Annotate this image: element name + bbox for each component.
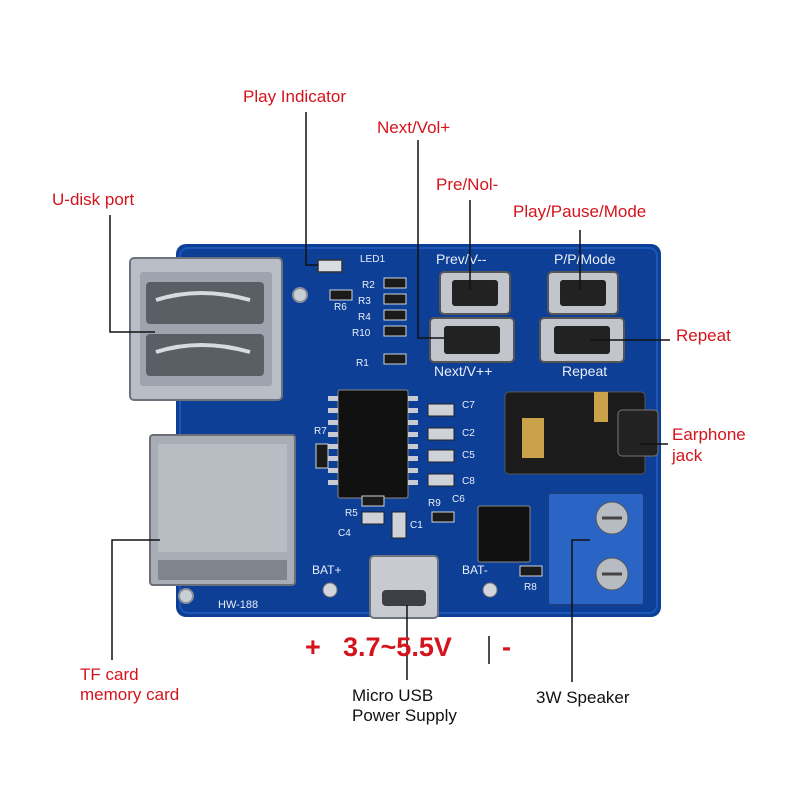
line-tf-card <box>111 539 160 660</box>
silk-repeat: Repeat <box>562 363 607 379</box>
usb-contact-top <box>155 291 251 302</box>
led-indicator <box>317 259 343 273</box>
speaker-terminal-block <box>547 492 645 606</box>
resistor-r3 <box>383 293 407 305</box>
silk-bat-minus: BAT- <box>462 563 488 577</box>
mount-hole-top-left <box>292 287 308 303</box>
label-repeat: Repeat <box>676 326 731 345</box>
label-play-indicator: Play Indicator <box>243 87 346 106</box>
earphone-jack-gold-pin-2 <box>594 392 608 422</box>
silk-prev: Prev/V-- <box>436 251 487 267</box>
capacitor-c8 <box>427 473 455 487</box>
silk-r5: R5 <box>345 508 358 519</box>
silk-r3: R3 <box>358 296 371 307</box>
main-ic-pins <box>328 396 418 485</box>
silk-r10: R10 <box>352 328 371 339</box>
resistor-r8 <box>519 565 543 577</box>
usb-slot-top <box>146 282 264 324</box>
silk-c7: C7 <box>462 400 475 411</box>
earphone-jack-gold-pin <box>522 418 544 458</box>
button-next-cap <box>444 326 500 354</box>
button-repeat-cap <box>554 326 610 354</box>
silk-c1: C1 <box>410 520 423 531</box>
resistor-r4 <box>383 309 407 321</box>
resistor-r6 <box>329 289 353 301</box>
usb-slot-bottom <box>146 334 264 376</box>
label-plus-sign: + <box>305 632 321 662</box>
usb-contact-bottom <box>155 343 251 354</box>
silk-pp-mode: P/P/Mode <box>554 251 616 267</box>
capacitor-c7 <box>427 403 455 417</box>
resistor-r7 <box>315 443 329 469</box>
label-u-disk-port: U-disk port <box>52 190 135 209</box>
amp-ic-chip <box>477 505 531 563</box>
label-voltage: 3.7~5.5V <box>343 632 452 662</box>
button-prev-cap <box>452 280 498 306</box>
resistor-r10 <box>383 325 407 337</box>
silk-r2: R2 <box>362 280 375 291</box>
silk-led1: LED1 <box>360 254 385 265</box>
silk-r1: R1 <box>356 358 369 369</box>
silk-model: HW-188 <box>218 599 258 611</box>
button-pp-cap <box>560 280 606 306</box>
silk-c4: C4 <box>338 528 351 539</box>
label-play-pause-mode: Play/Pause/Mode <box>513 202 647 221</box>
silk-c5: C5 <box>462 450 475 461</box>
silk-c2: C2 <box>462 428 475 439</box>
label-next-vol: Next/Vol+ <box>377 118 451 137</box>
label-tf-card-line1: TF card <box>80 665 139 684</box>
capacitor-c2 <box>427 427 455 441</box>
line-next-vol <box>417 140 444 339</box>
silk-next: Next/V++ <box>434 363 492 379</box>
silk-c6: C6 <box>452 494 465 505</box>
label-pre-vol: Pre/Nol- <box>436 175 499 194</box>
micro-usb-opening <box>382 590 426 606</box>
resistor-r9 <box>431 511 455 523</box>
silk-c8: C8 <box>462 476 475 487</box>
resistor-r2 <box>383 277 407 289</box>
tf-slot-opening <box>158 560 287 580</box>
micro-usb-connector <box>369 555 439 619</box>
capacitor-c5 <box>427 449 455 463</box>
mount-hole-bottom-left <box>178 588 194 604</box>
line-speaker <box>571 539 590 682</box>
line-u-disk <box>109 215 155 333</box>
main-ic-chip <box>337 389 409 499</box>
label-earphone-jack-line1: Earphone <box>672 425 746 444</box>
bat-minus-pad <box>482 582 498 598</box>
silk-r7: R7 <box>314 426 327 437</box>
silk-r6: R6 <box>334 302 347 313</box>
earphone-jack-socket <box>617 409 659 457</box>
resistor-r5 <box>361 495 385 507</box>
label-3w-speaker: 3W Speaker <box>536 688 630 707</box>
label-earphone-jack-line2: jack <box>672 446 703 465</box>
silk-bat-plus: BAT+ <box>312 563 341 577</box>
callout-lines <box>109 112 670 682</box>
line-play-indicator <box>305 112 318 266</box>
silk-r9: R9 <box>428 498 441 509</box>
silk-r8: R8 <box>524 582 537 593</box>
label-micro-usb-line1: Micro USB <box>352 686 434 705</box>
label-tf-card-line2: memory card <box>80 685 180 704</box>
label-minus-sign: - <box>502 632 511 662</box>
silk-r4: R4 <box>358 312 371 323</box>
resistor-r1 <box>383 353 407 365</box>
capacitor-c4 <box>361 511 385 525</box>
capacitor-c1 <box>391 511 407 539</box>
label-micro-usb-line2: Power Supply <box>352 706 457 725</box>
tf-slot-texture <box>158 444 287 552</box>
bat-plus-pad <box>322 582 338 598</box>
